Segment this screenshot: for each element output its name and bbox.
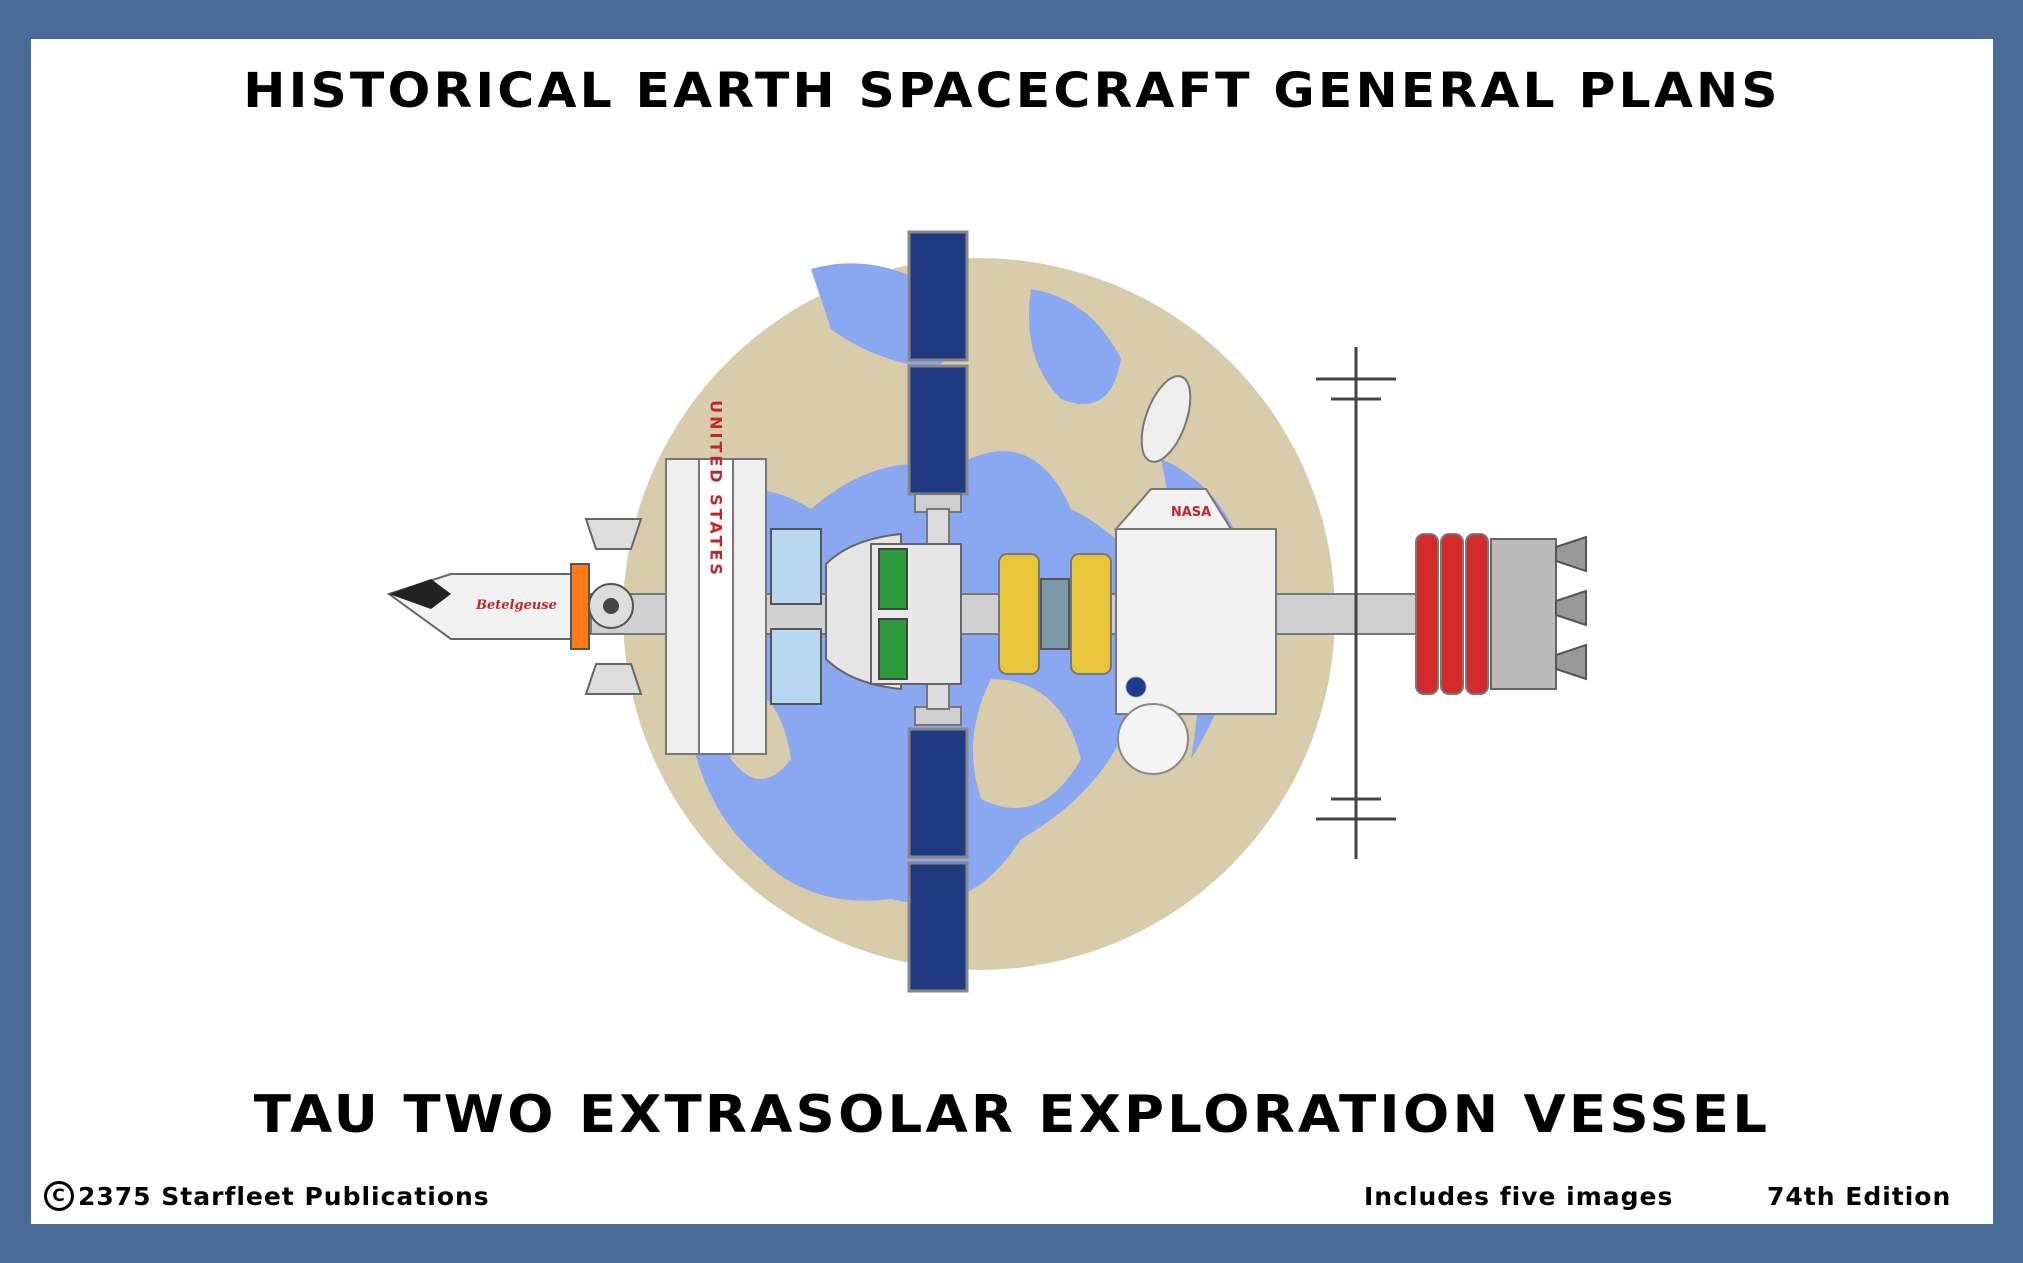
- nasa-logo-icon: [1125, 676, 1147, 698]
- copyright-icon: C: [44, 1181, 74, 1211]
- shuttle-name: Betelgeuse: [475, 598, 557, 613]
- page-title: HISTORICAL EARTH SPACECRAFT GENERAL PLAN…: [243, 63, 1781, 119]
- antenna-mast: [1316, 347, 1396, 859]
- habitat-ring-module: UNITED STATES: [665, 400, 767, 755]
- betelgeuse-shuttle: Betelgeuse: [386, 518, 643, 695]
- plan-sheet: HISTORICAL EARTH SPACECRAFT GENERAL PLAN…: [31, 39, 1993, 1224]
- command-module: [825, 532, 962, 691]
- nasa-lab-module: NASA: [1113, 375, 1277, 775]
- edition-label: 74th Edition: [1767, 1182, 1952, 1211]
- propulsion-section: [1415, 533, 1587, 695]
- copyright-text: 2375 Starfleet Publications: [78, 1182, 490, 1211]
- spacecraft-illustration: Betelgeuse UNITED STATES: [386, 230, 1587, 993]
- lower-dish-icon: [1117, 703, 1189, 775]
- includes-note: Includes five images: [1364, 1182, 1674, 1211]
- upper-solar-array: [907, 230, 969, 513]
- hull-lettering: UNITED STATES: [707, 400, 726, 578]
- fuel-tanks-yellow: [998, 553, 1112, 675]
- lower-solar-array: [907, 706, 969, 993]
- vessel-title: TAU TWO EXTRASOLAR EXPLORATION VESSEL: [253, 1085, 1771, 1145]
- agency-marking: NASA: [1171, 505, 1211, 520]
- upper-dish-icon: [1140, 375, 1192, 463]
- airlock-modules: [770, 528, 822, 705]
